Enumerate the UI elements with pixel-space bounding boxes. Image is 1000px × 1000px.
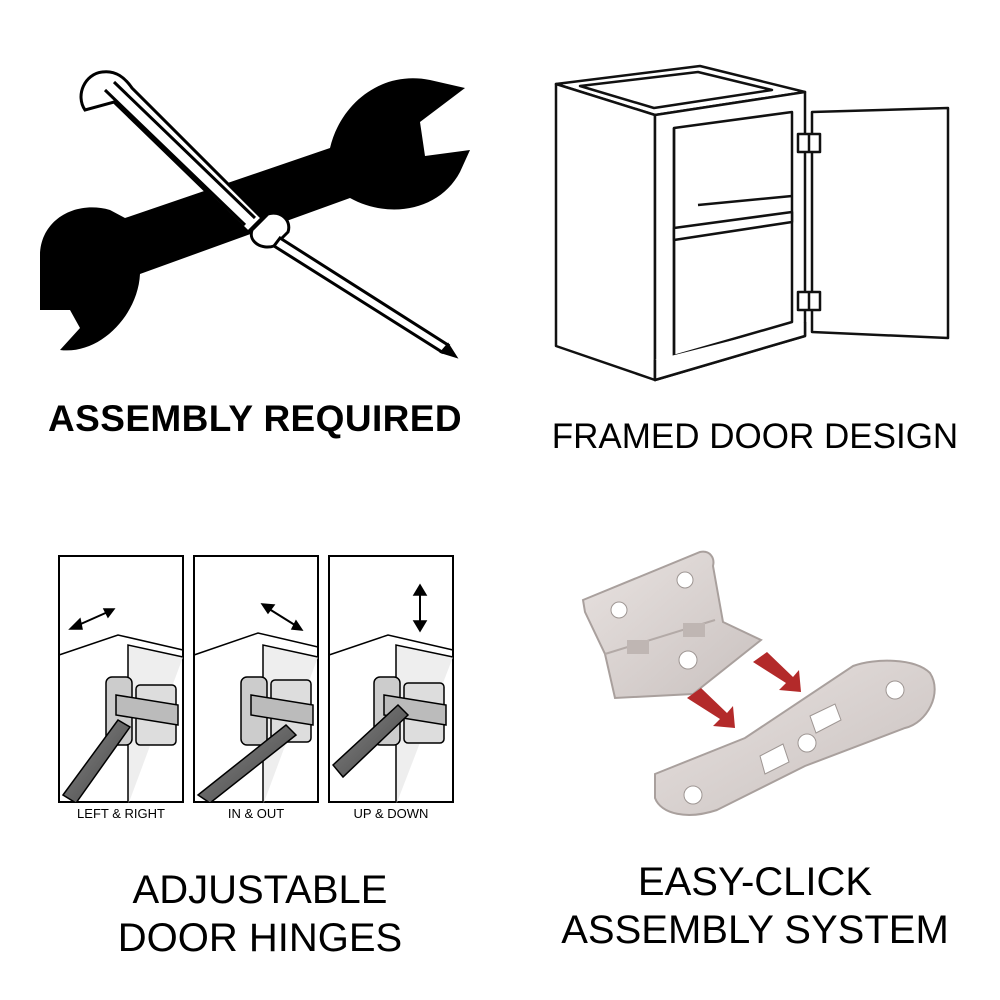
wrench-screwdriver-icon	[40, 70, 470, 359]
caption-line-2: ASSEMBLY SYSTEM	[561, 908, 949, 952]
bracket-clip-icon	[581, 550, 936, 816]
vertical-arrow-icon	[412, 583, 428, 633]
caption-line-2: DOOR HINGES	[117, 916, 403, 960]
hinge-panel-left-right	[58, 608, 184, 803]
hinge-adjustment-panels	[58, 555, 454, 803]
cabinet-open-door-icon	[554, 64, 950, 382]
horizontal-arrow-icon	[68, 608, 116, 630]
framed-door-design-caption: FRAMED DOOR DESIGN	[551, 417, 959, 456]
hinge-panel-in-out	[193, 603, 319, 803]
adjustable-door-hinges-caption: ADJUSTABLE DOOR HINGES	[40, 866, 480, 962]
diagonal-arrow-icon	[260, 603, 304, 631]
hinge-panel-up-down	[328, 583, 454, 803]
panel-label-in-out: IN & OUT	[227, 806, 285, 821]
hinge-icon	[796, 132, 822, 312]
caption-line-1: ADJUSTABLE	[132, 868, 388, 912]
panel-label-up-down: UP & DOWN	[353, 806, 429, 821]
caption-line-1: EASY-CLICK	[637, 860, 873, 904]
easy-click-assembly-caption: EASY-CLICK ASSEMBLY SYSTEM	[540, 858, 970, 954]
assembly-required-caption: ASSEMBLY REQUIRED	[48, 398, 462, 439]
insert-arrow-icon	[687, 652, 801, 728]
panel-label-left-right: LEFT & RIGHT	[77, 806, 165, 821]
screwdriver-icon	[79, 70, 459, 359]
